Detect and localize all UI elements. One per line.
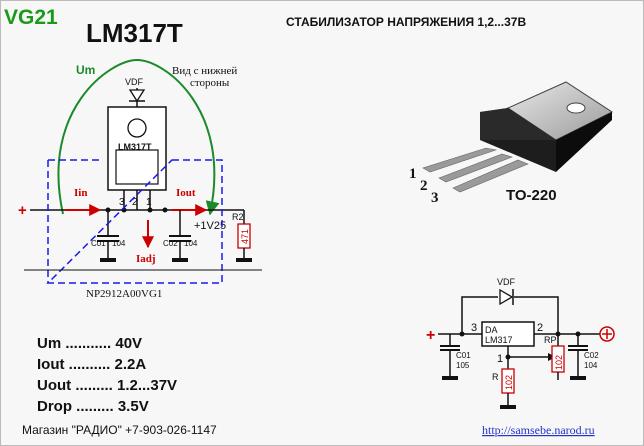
r-value: 102: [504, 375, 514, 390]
rp-value: 102: [554, 355, 564, 370]
part-number: LM317T: [86, 18, 183, 48]
c2-label: C02: [163, 239, 178, 248]
diode-left-icon: [128, 89, 146, 103]
c01-value: 105: [456, 361, 470, 370]
vdf-label-left: VDF: [125, 77, 144, 87]
diode-wire: [514, 296, 559, 334]
spec-drop: Drop ......... 3.5V: [37, 398, 149, 415]
c02-label: C02: [584, 351, 599, 360]
um-arc: [57, 58, 220, 216]
r2-value: 471: [240, 229, 250, 244]
ground-icon: [500, 405, 516, 409]
pin-3-left: 3: [119, 197, 125, 208]
header-title: СТАБИЛИЗАТОР НАПРЯЖЕНИЯ 1,2...37В: [286, 15, 526, 29]
regulator-box: [481, 321, 535, 347]
ground-icon: [442, 376, 458, 380]
ground-icon: [236, 258, 252, 262]
input-plus-right: +: [426, 327, 435, 344]
spec-iout: Iout .......... 2.2A: [37, 356, 146, 373]
shop-info: Магазин "РАДИО" +7-903-026-1147: [22, 423, 217, 437]
package-name: TO-220: [506, 187, 557, 204]
bottom-view-line2: стороны: [190, 77, 230, 89]
junction: [162, 207, 168, 213]
badge-text: VG21: [4, 6, 58, 29]
da-label: DA: [485, 325, 498, 335]
pkg-pin-3: 3: [431, 190, 439, 206]
chip-body: [115, 149, 159, 185]
input-plus: +: [18, 202, 27, 219]
iadj-label: Iadj: [136, 253, 156, 265]
spec-um: Um ........... 40V: [37, 335, 142, 352]
diode-right-icon: [499, 288, 514, 306]
chip-label-right: LM317: [485, 335, 513, 345]
c02-value: 104: [584, 361, 598, 370]
c1-label: C01: [91, 239, 106, 248]
c1-value: 104: [112, 239, 126, 248]
bottom-view-line1: Вид с нижней: [172, 65, 237, 77]
um-label: Um: [76, 63, 95, 77]
pkg-pin-2: 2: [420, 178, 428, 194]
pin-2-left: 2: [132, 197, 138, 208]
pin1-right: 1: [497, 353, 503, 365]
c2-value: 104: [184, 239, 198, 248]
rp-label: RP: [544, 335, 557, 345]
r2-label: R2: [232, 212, 244, 222]
pin3-right: 3: [471, 322, 477, 334]
pin2-right: 2: [537, 322, 543, 334]
r-label: R: [492, 372, 499, 382]
site-link[interactable]: http://samsebe.narod.ru: [482, 423, 595, 437]
vdf-label-right: VDF: [497, 277, 516, 287]
iin-label: Iin: [74, 187, 87, 199]
ground-icon: [100, 258, 116, 262]
to220-package-icon: [422, 81, 614, 193]
module-boundary: [46, 159, 223, 284]
pkg-pin-1: 1: [409, 166, 417, 182]
vout-label: +1V25: [194, 220, 226, 232]
c01-label: C01: [456, 351, 471, 360]
diode-wire: [461, 296, 498, 334]
spec-uout: Uout ......... 1.2...37V: [37, 377, 177, 394]
ground-icon: [570, 376, 586, 380]
mount-hole: [127, 118, 147, 138]
iout-label: Iout: [176, 187, 196, 199]
ground-icon: [172, 258, 188, 262]
chip-label-left: LM317T: [118, 142, 152, 152]
pin-1-left: 1: [146, 197, 152, 208]
module-code: NP2912A00VG1: [86, 288, 162, 300]
junction: [459, 331, 465, 337]
junction: [147, 207, 153, 213]
